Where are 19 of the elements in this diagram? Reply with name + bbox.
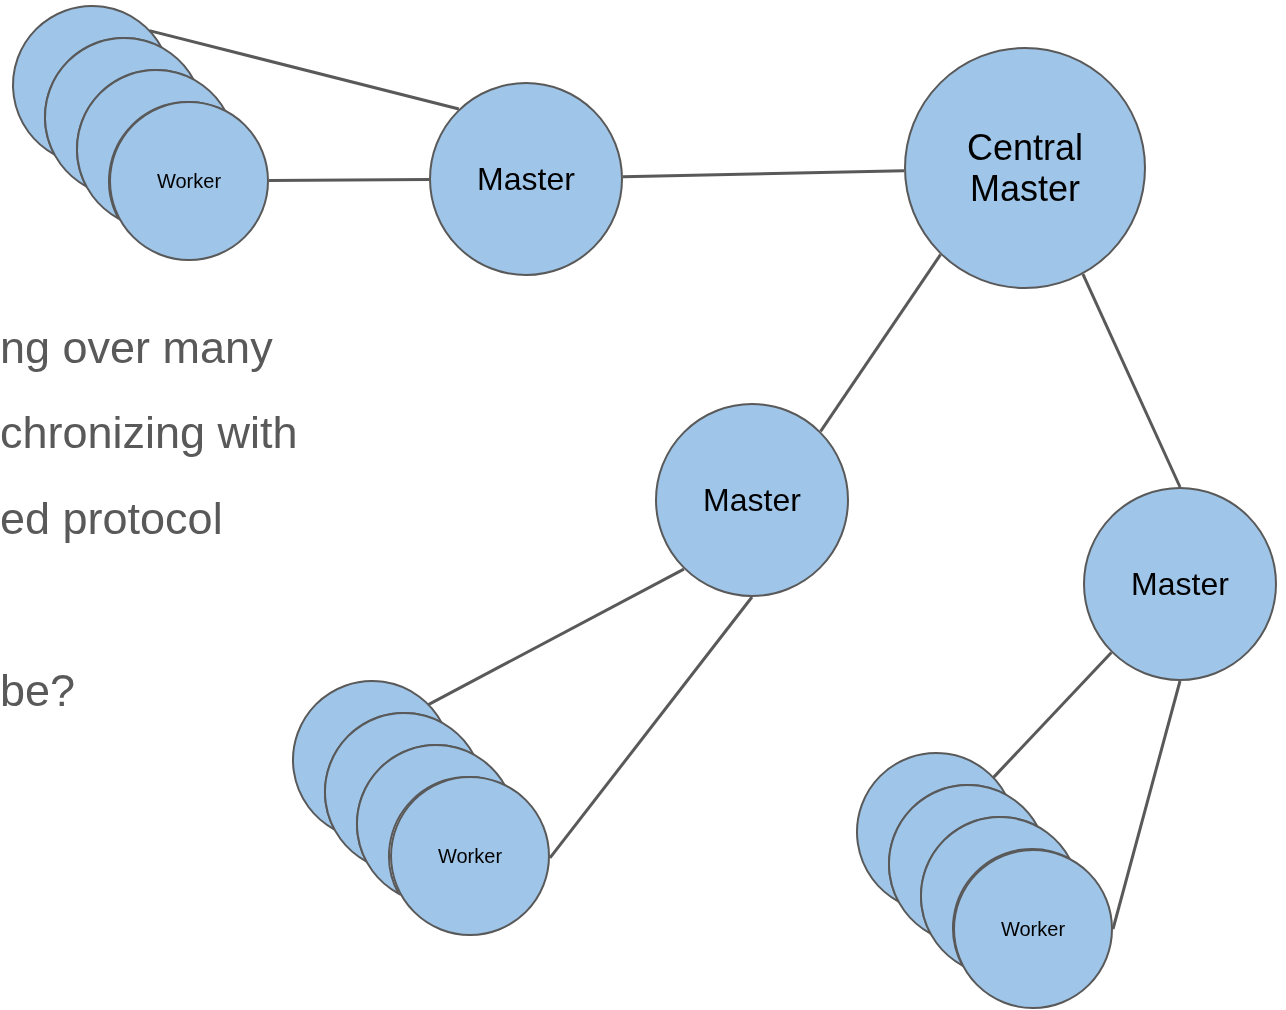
bullet-text: chronizing with [0, 410, 298, 455]
connector-line [622, 169, 905, 179]
node-label: Master [702, 481, 802, 519]
node-label: Master [1130, 565, 1230, 603]
connector-line [427, 567, 685, 706]
node-label: Worker [999, 917, 1067, 941]
connector-line [269, 178, 429, 183]
connector-line [548, 596, 754, 859]
node-label: Worker [436, 844, 504, 868]
connector-line [1111, 680, 1182, 930]
node-label: Worker [155, 169, 223, 193]
node-label: Central Master [965, 126, 1085, 210]
bullet-text: ng over many [0, 325, 273, 370]
bullet-text: be? [0, 668, 76, 713]
connector-line [1081, 273, 1182, 488]
node-label: Master [476, 160, 576, 198]
connector-line [819, 253, 942, 433]
connector-line [992, 651, 1113, 779]
bullet-text: ed protocol [0, 496, 223, 541]
